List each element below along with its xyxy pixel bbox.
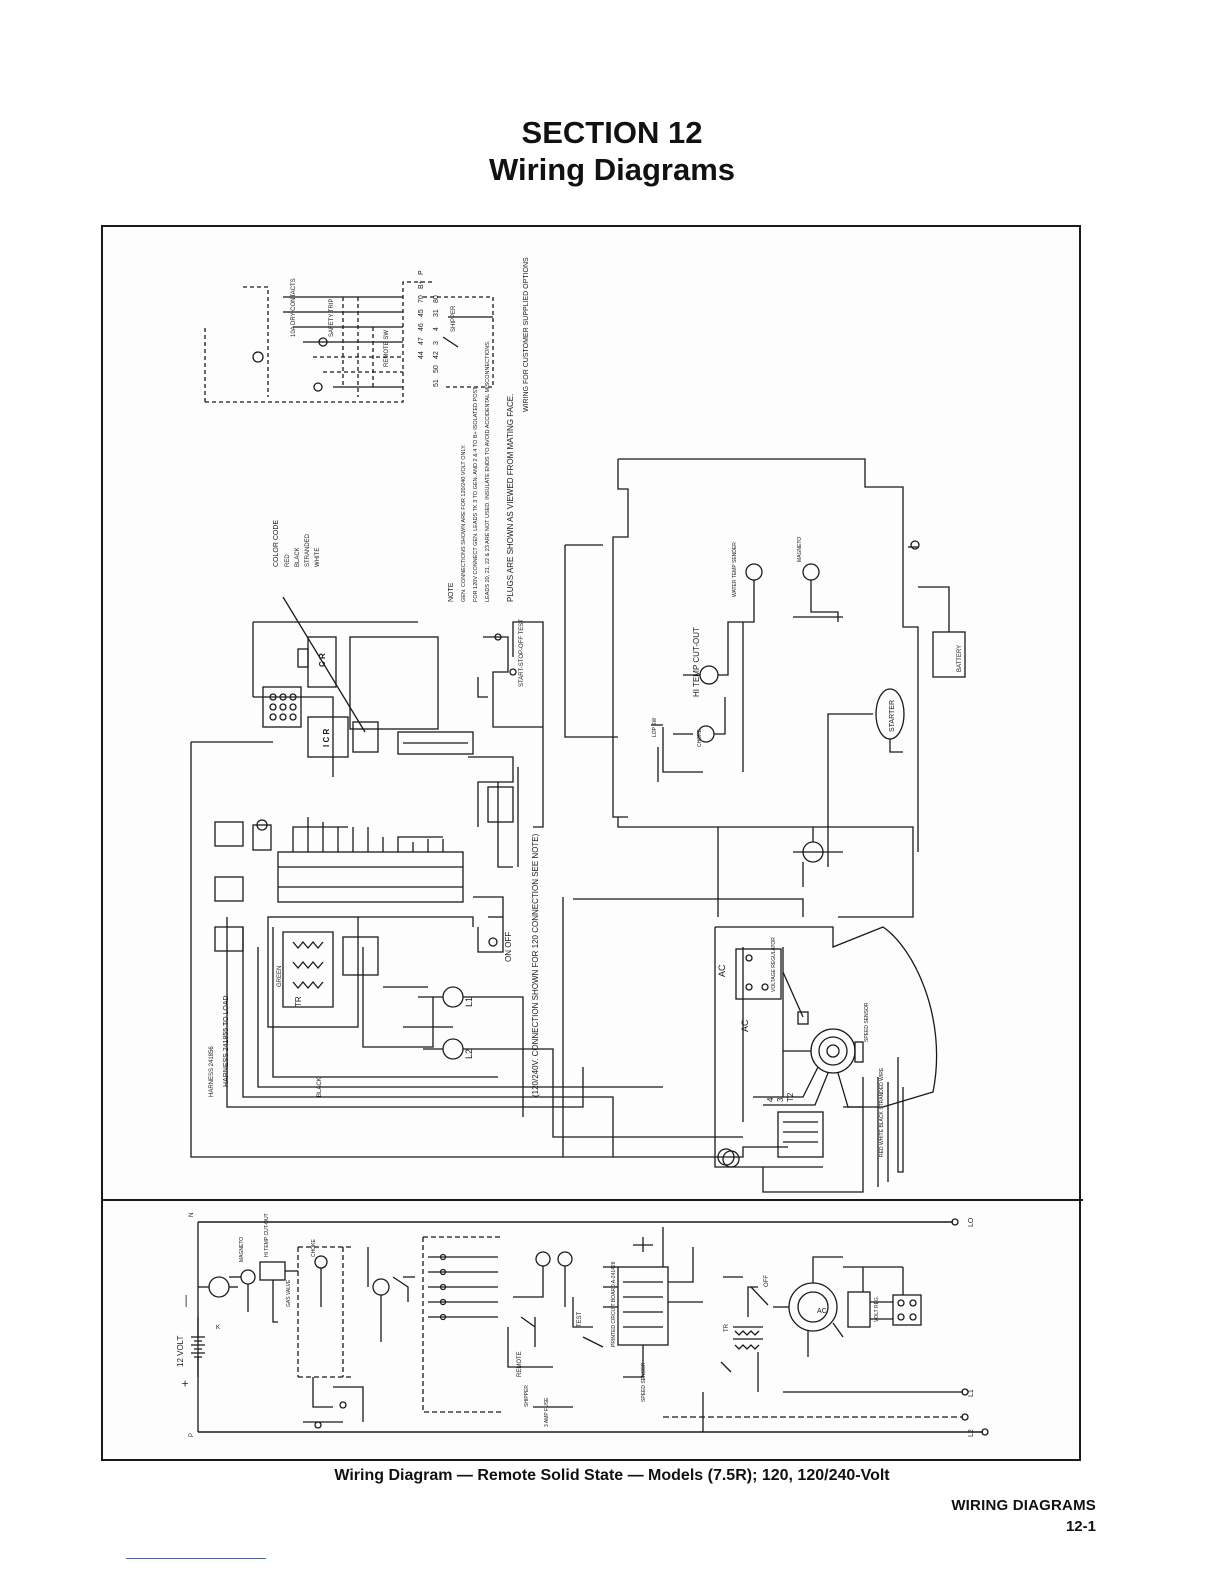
lower-hi-temp-label: HI TEMP CUT-OUT <box>264 1213 270 1257</box>
note-4: PLUGS ARE SHOWN AS VIEWED FROM MATING FA… <box>506 394 515 602</box>
connection-note: (120/240V. CONNECTION SHOWN FOR 120 CONN… <box>531 833 540 1097</box>
terminal-80: 80 <box>433 295 440 303</box>
terminal-4: 4 <box>433 327 440 331</box>
gen-lead-4: 4 <box>766 1097 775 1102</box>
black-wire-label: BLACK <box>317 1077 323 1097</box>
lower-test-label: TEST <box>577 1311 583 1327</box>
magneto-label: MAGNETO <box>797 537 803 562</box>
ac-label: AC <box>717 964 727 977</box>
note-1: GEN. CONNECTIONS SHOWN ARE FOR 120/240 V… <box>461 444 467 602</box>
terminal-42: 42 <box>433 351 440 359</box>
lower-volt-reg-label: VOLT REG. <box>874 1296 880 1322</box>
stranded-wire-label: RED WHITE BLACK STRANDED WIRE <box>879 1067 885 1157</box>
engine-compartment <box>564 458 966 918</box>
terminal-50: 50 <box>433 365 440 373</box>
green-wire-label: GREEN <box>277 966 283 987</box>
note-2: FOR 120V CONNECT GEN. LEADS TK 3 TO GEN.… <box>473 385 479 602</box>
terminal-45: 45 <box>418 309 425 317</box>
gen-lead-t2: T2 <box>786 1092 795 1102</box>
terminal-46: 46 <box>418 323 425 331</box>
note-3: LEADS 20, 21, 22 & 23 ARE NOT USED. INSU… <box>485 340 491 602</box>
shipper-label: SHIPPER <box>451 305 457 332</box>
terminal-47: 47 <box>418 337 425 345</box>
tr-label: TR <box>294 996 303 1007</box>
cr-label: C R <box>318 653 327 667</box>
lop-label: LOP SW <box>652 717 658 737</box>
lower-magneto-label: MAGNETO <box>239 1237 245 1262</box>
footer-page-number: 12-1 <box>1065 1518 1096 1535</box>
scan-mark-line <box>126 1558 266 1559</box>
lower-choke-label: CHOKE <box>311 1239 317 1257</box>
terminal-p: P <box>418 270 425 275</box>
color-code-title: COLOR CODE <box>273 520 280 567</box>
lower-schematic <box>191 1218 989 1436</box>
battery-plus: + <box>178 1380 192 1387</box>
terminal-b-plus: B+ <box>418 280 425 289</box>
remote-label: REMOTE <box>517 1351 523 1377</box>
lower-n-label: N <box>189 1213 195 1217</box>
choke-label: CHOKE <box>697 729 703 747</box>
dry-contacts-label: 10A DRY CONTACTS <box>291 278 297 337</box>
battery-minus: — <box>178 1295 192 1307</box>
gas-valve-label: GAS VALVE <box>286 1279 292 1307</box>
color-code-stranded: STRANDED <box>305 533 311 567</box>
twelve-volt-label: 12 VOLT <box>176 1335 185 1367</box>
l1-label: L1 <box>464 997 474 1007</box>
footer-section-title: WIRING DIAGRAMS <box>951 1497 1096 1514</box>
color-code-black: BLACK <box>295 547 301 567</box>
terminal-31: 31 <box>433 309 440 317</box>
generator-assembly <box>714 926 938 1193</box>
test-switch-label: START-STOP-OFF TEST <box>519 619 525 687</box>
terminal-44: 44 <box>418 351 425 359</box>
hi-temp-label: HI TEMP CUT-OUT <box>692 627 701 697</box>
section-title: Wiring Diagrams <box>488 152 736 187</box>
icr-label: I C R <box>322 729 331 747</box>
remote-sw-label: REMOTE SW <box>384 330 390 367</box>
lower-shipper-label: SHIPPER <box>524 1385 530 1407</box>
lower-p-label: P <box>189 1433 195 1437</box>
customer-options-block <box>204 281 494 403</box>
terminal-3: 3 <box>433 341 440 345</box>
water-temp-label: WATER TEMP SENDER <box>732 542 738 597</box>
harness-2-label: HARNESS 241855 TO LOAD <box>223 995 230 1087</box>
lower-off-label: OFF <box>764 1275 770 1287</box>
lower-ac-label: AC <box>817 1308 827 1315</box>
battery-label: BATTERY <box>957 645 963 672</box>
terminal-70: 70 <box>418 295 425 303</box>
section-number: SECTION 12 <box>521 115 703 150</box>
gen-lead-3: 3 <box>776 1097 785 1102</box>
terminal-51: 51 <box>433 379 440 387</box>
lower-tr-label: TR <box>724 1323 730 1332</box>
l2-label: L2 <box>464 1049 474 1059</box>
control-panel <box>190 596 804 1158</box>
starter-label: STARTER <box>889 700 896 732</box>
customer-options-note: WIRING FOR CUSTOMER SUPPLIED OPTIONS <box>523 257 530 412</box>
lower-lo-label: LO <box>968 1217 975 1227</box>
safety-trip-label: SAFETY TRIP <box>329 299 335 337</box>
lower-l2-label: L2 <box>968 1429 975 1437</box>
amp-fuse-label: 3 AMP FUSE <box>544 1397 550 1427</box>
note-title: NOTE <box>448 582 455 602</box>
wiring-diagram: WIRING FOR CUSTOMER SUPPLIED OPTIONS P B… <box>103 257 1083 1437</box>
on-off-label: ON OFF <box>504 932 513 962</box>
ac-label-2: AC <box>740 1019 750 1032</box>
volt-reg-label: VOLTAGE REGULATOR <box>771 937 777 992</box>
lower-k-label: K <box>216 1325 220 1331</box>
lower-l1-label: L1 <box>968 1389 975 1397</box>
lower-speed-sensor-label: SPEED SENSOR <box>641 1362 647 1402</box>
harness-1-label: HARNESS 241856 <box>209 1046 215 1097</box>
printed-circuit-label: PRINTED CIRCUIT BOARD A-241428 <box>611 1261 617 1347</box>
diagram-caption: Wiring Diagram — Remote Solid State — Mo… <box>334 1467 890 1484</box>
speed-sensor-label: SPEED SENSOR <box>864 1002 870 1042</box>
color-code-red: RED <box>285 554 291 567</box>
color-code-white: WHITE <box>315 548 321 567</box>
wiring-diagram-frame: WIRING FOR CUSTOMER SUPPLIED OPTIONS P B… <box>101 225 1083 1461</box>
